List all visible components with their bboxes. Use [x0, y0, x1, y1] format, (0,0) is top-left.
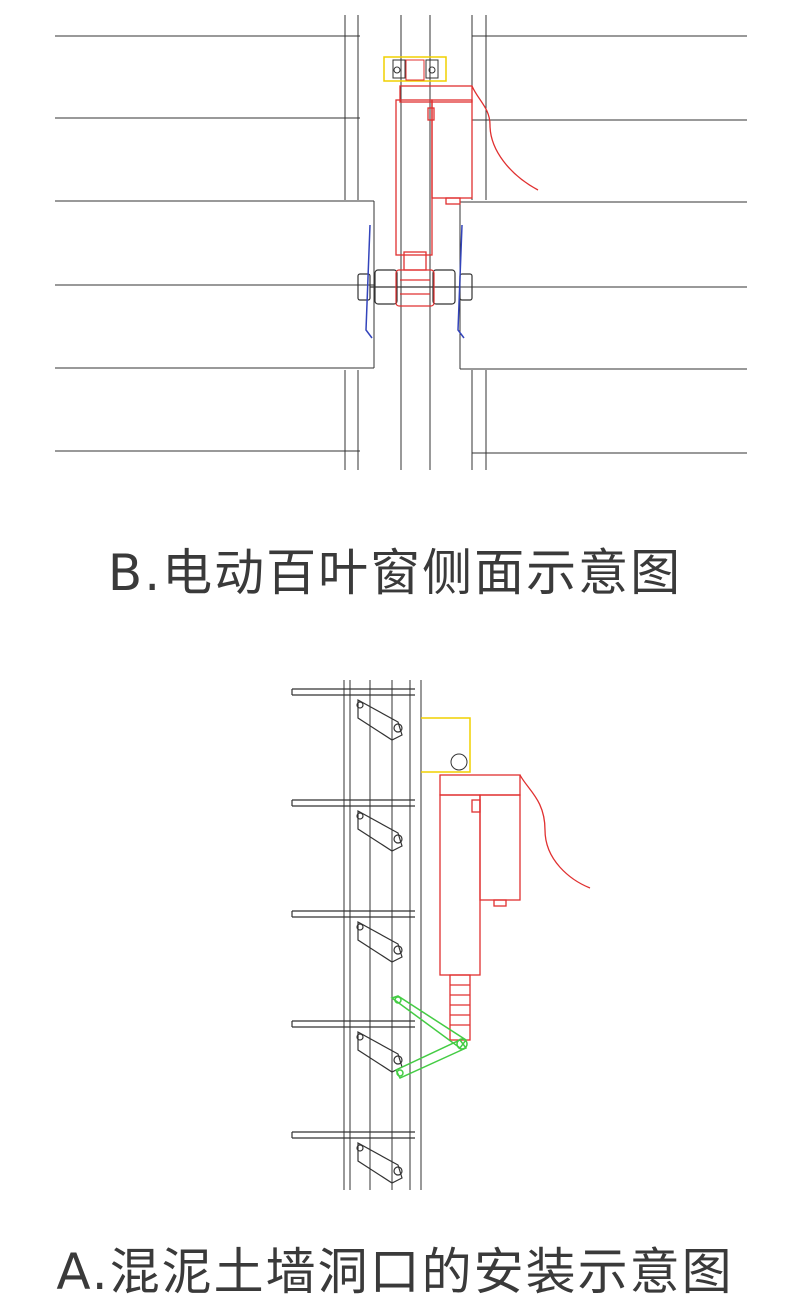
louver-blades	[291, 688, 415, 1184]
side-view-caption: B.电动百叶窗侧面示意图	[107, 544, 683, 602]
louver-side-view-diagram	[55, 15, 747, 470]
wall-bracket	[421, 717, 471, 773]
top-bracket	[383, 56, 447, 82]
installation-caption: A.混泥土墙洞口的安装示意图	[56, 1243, 734, 1301]
linear-actuator-side	[439, 774, 591, 1041]
screw-assembly	[357, 269, 473, 307]
frame-verticals	[343, 680, 422, 1190]
linear-actuator	[395, 85, 539, 271]
louver-blade	[291, 799, 415, 852]
louver-blade	[291, 1020, 415, 1073]
linkage-arm	[390, 995, 468, 1079]
louver-blade	[291, 910, 415, 963]
installation-diagram	[291, 680, 591, 1190]
louver-frame-lines	[55, 15, 747, 470]
mounting-plates	[365, 224, 465, 339]
louver-blade	[291, 1131, 415, 1184]
louver-blade	[291, 688, 415, 741]
